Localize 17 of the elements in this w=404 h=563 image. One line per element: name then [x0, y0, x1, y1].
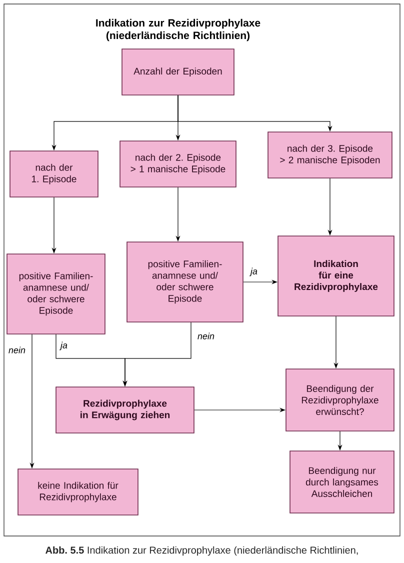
process-box: Indikation für eine Rezidivprophylaxe	[278, 236, 394, 316]
caption: Abb. 5.5 Indikation zur Rezidivprophylaxe (niederländische Richtlinien,	[46, 546, 358, 556]
process-box: nach der 2. Episode > 1 manische Episode	[120, 140, 236, 188]
edge-label: ja	[250, 266, 258, 278]
edge-label: ja	[60, 340, 68, 352]
process-box: Rezidivprophylaxe in Erwägung ziehen	[56, 386, 194, 434]
title: Indikation zur Rezidivprophylaxe (niederländische Richtlinien)	[96, 18, 260, 42]
edge-label: nein	[8, 346, 26, 354]
process-box: positive Familien- anamnese und/ oder schwere Episode	[126, 242, 244, 322]
process-box: nach der 3. Episode > 2 manische Episoden	[268, 132, 392, 178]
process-box: Anzahl der Episoden	[122, 48, 234, 96]
process-box: Beendigung der Rezidivprophylaxe erwünscht?	[286, 368, 394, 432]
process-box: nach der 1. Episode	[10, 150, 98, 198]
process-box: Beendigung nur durch langsames Ausschleichen	[290, 450, 394, 514]
process-box: positive Familien- anamnese und/ oder schwere Episode	[6, 254, 106, 334]
edge-label: nein	[196, 332, 216, 340]
process-box: keine Indikation für Rezidivprophylaxe	[18, 468, 138, 516]
